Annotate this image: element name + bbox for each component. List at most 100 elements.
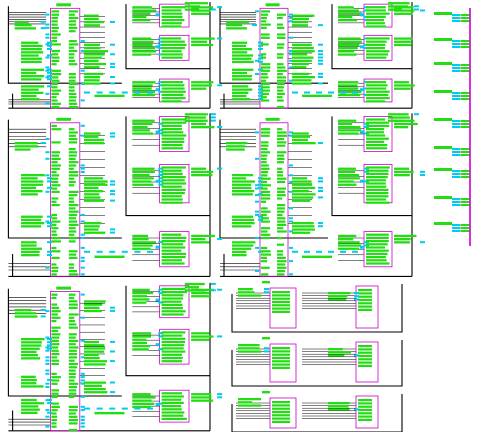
- module-pin-label: [51, 333, 61, 336]
- sub-block-label: [366, 134, 386, 137]
- net-label: [21, 193, 38, 196]
- sub-block-label: [161, 179, 185, 182]
- pin-marker: [217, 335, 223, 338]
- module-pin-label: [277, 157, 285, 160]
- module-pin-label: [261, 151, 270, 154]
- module-pin-label: [277, 134, 287, 137]
- module-pin-label: [51, 92, 60, 96]
- pin-marker: [80, 124, 85, 127]
- module-pin-label: [277, 180, 286, 184]
- pin-marker: [318, 222, 323, 224]
- net-label: [132, 238, 149, 241]
- sub-block-label: [161, 300, 182, 303]
- net-label: [84, 199, 105, 202]
- module-pin-label: [277, 86, 284, 89]
- module-pin-label: [277, 13, 286, 16]
- net-label: [292, 132, 309, 135]
- pin-marker: [258, 215, 263, 218]
- sub-block-label: [358, 415, 372, 418]
- module-pin-label: [277, 46, 284, 49]
- pin-marker: [80, 339, 85, 342]
- pin-marker: [264, 350, 269, 353]
- net-label: [132, 174, 150, 177]
- pin-marker: [110, 53, 115, 56]
- pin-marker: [110, 190, 115, 192]
- net-label: [84, 231, 106, 234]
- module-pin-label: [68, 356, 78, 359]
- pin-marker: [110, 193, 115, 196]
- net-label: [292, 199, 311, 202]
- pin-marker: [452, 123, 460, 125]
- pin-marker: [210, 289, 216, 292]
- net-label: [191, 291, 210, 295]
- pin-marker: [258, 60, 263, 63]
- sub-block-label: [161, 294, 184, 297]
- net-label: [191, 174, 213, 177]
- pin-marker: [360, 13, 364, 17]
- net-label: [84, 363, 106, 366]
- module-pin-label: [51, 402, 59, 405]
- module-pin-label: [277, 43, 285, 46]
- pin-marker: [414, 5, 419, 8]
- pin-marker: [45, 349, 50, 352]
- net-label: [328, 298, 347, 301]
- net-label: [338, 87, 359, 90]
- net-label: [84, 66, 100, 69]
- module-pin-label: [68, 419, 79, 422]
- pin-marker: [158, 37, 164, 40]
- module-pin-label: [68, 323, 77, 326]
- pin-marker: [354, 298, 359, 301]
- module-pin-label: [51, 200, 57, 203]
- module-pin-label: [277, 99, 284, 102]
- sub-block-label: [161, 350, 186, 353]
- net-label: [84, 56, 102, 59]
- net-label: [338, 15, 353, 19]
- pin-marker: [264, 347, 269, 350]
- pin-marker: [210, 8, 216, 11]
- module-pin-label: [261, 26, 267, 30]
- sub-block-label: [366, 179, 386, 182]
- sub-block-label: [161, 198, 183, 201]
- sub-block-label: [366, 240, 389, 243]
- pin-marker: [110, 180, 115, 183]
- pin-marker: [318, 82, 323, 85]
- pin-marker: [217, 6, 223, 9]
- module-pin-label: [68, 353, 78, 356]
- module-pin-label: [277, 243, 285, 246]
- pin-marker: [80, 395, 85, 398]
- net-label: [232, 44, 247, 48]
- module-pin-label: [68, 217, 77, 220]
- pin-marker: [80, 40, 85, 43]
- module-pin-label: [261, 82, 271, 86]
- module-pin-label: [261, 220, 270, 223]
- net-label: [132, 405, 151, 409]
- pin-marker: [452, 198, 460, 200]
- bus-tap-label: [434, 12, 452, 15]
- net-label: [292, 56, 314, 59]
- module-pin-label: [261, 76, 269, 79]
- net-label: [191, 9, 211, 12]
- module-pin-label: [51, 96, 57, 99]
- module-pin-label: [68, 227, 76, 230]
- net-label: [191, 43, 214, 47]
- pin-marker: [45, 356, 50, 359]
- net-label: [84, 180, 108, 183]
- frame-wire: [7, 6, 122, 84]
- net-label: [21, 48, 42, 51]
- pin-marker: [110, 381, 115, 384]
- net-label: [388, 119, 404, 122]
- module-pin-label: [68, 409, 78, 412]
- module-pin-label: [68, 263, 74, 266]
- bus-tap-label: [434, 62, 452, 65]
- net-label: [232, 190, 255, 193]
- module-pin-label: [261, 144, 269, 147]
- net-label: [292, 14, 315, 17]
- sub-block-label: [366, 9, 386, 12]
- net-label: [84, 344, 105, 347]
- net-label: [292, 20, 309, 24]
- pin-marker: [292, 250, 298, 253]
- pin-marker: [304, 250, 310, 253]
- pin-marker: [360, 179, 364, 183]
- sub-block-label: [161, 201, 183, 204]
- net-label: [21, 354, 38, 357]
